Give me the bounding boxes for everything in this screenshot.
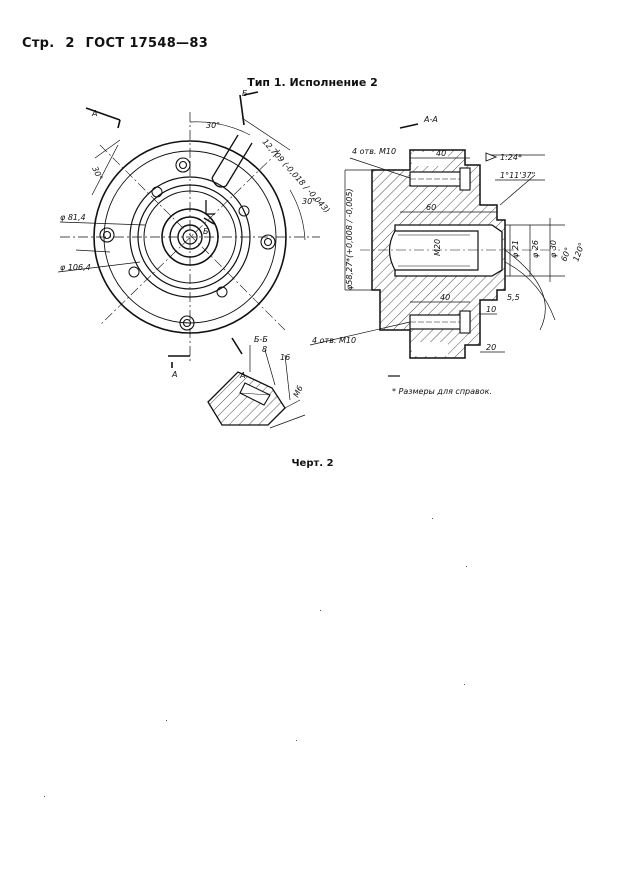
label-dia-inner: φ 81,4 <box>60 213 86 222</box>
scan-speck <box>296 740 297 741</box>
label-dim-10: 10 <box>486 305 496 314</box>
page-number: 2 <box>65 36 75 51</box>
label-dia-30: φ 30 <box>549 240 558 258</box>
scan-speck <box>464 684 465 685</box>
label-angle-left: 30° <box>90 165 104 182</box>
label-dia-26: φ 26 <box>531 240 540 258</box>
label-mark-a: А <box>239 371 245 380</box>
label-cut-b-top: Б <box>242 89 248 98</box>
label-dia-main: φ58,27*(+0,008 / -0,005) <box>345 188 354 290</box>
drawing-title: Тип 1. Исполнение 2 <box>247 76 378 89</box>
label-dim-8: 8 <box>262 345 267 354</box>
scan-speck <box>166 720 167 721</box>
label-thread-m20: М20 <box>433 239 442 256</box>
label-holes-bottom: 4 отв. М10 <box>312 336 356 345</box>
section-bb-title: Б-Б <box>254 335 268 344</box>
section-aa-view <box>309 123 565 377</box>
scan-speck <box>320 610 321 611</box>
label-dia-outer: φ 106,4 <box>60 263 91 272</box>
front-view <box>57 91 320 368</box>
label-dia-21: φ 21 <box>511 240 520 258</box>
label-cut-b-center: Б <box>203 227 209 236</box>
label-angle-120: 120° <box>571 241 586 262</box>
scan-speck <box>44 796 45 797</box>
label-dim-20: 20 <box>486 343 496 352</box>
label-angle-top: 30° <box>206 121 220 130</box>
label-dim-5-5: 5,5 <box>507 293 520 302</box>
label-dim-40-top: 40 <box>436 149 446 158</box>
note-reference-dims: * Размеры для справок. <box>392 387 492 396</box>
label-slot-dim: 12,709 (-0,018 / -0,043) <box>261 137 332 214</box>
scan-speck <box>432 518 433 519</box>
scan-speck <box>466 566 467 567</box>
label-cut-a-bottom: А <box>171 370 177 379</box>
section-bb-view <box>207 337 306 429</box>
section-aa-title: А-А <box>423 115 438 124</box>
label-dim-16: 16 <box>280 353 290 362</box>
label-holes-top: 4 отв. М10 <box>352 147 396 156</box>
label-dim-40-bottom: 40 <box>440 293 450 302</box>
figure-caption: Черт. 2 <box>291 458 334 469</box>
standard-code: ГОСТ 17548—83 <box>85 36 209 51</box>
label-cut-a-top: А <box>91 109 97 118</box>
section-aa-labels: А-А 4 отв. М10 40 60 1:24* 1°11'37" φ58,… <box>312 115 586 352</box>
label-thread-m6: М6 <box>292 384 305 399</box>
label-angle-side: 30° <box>302 197 316 206</box>
page-prefix: Стр. <box>22 36 55 51</box>
label-dim-60: 60 <box>426 203 436 212</box>
label-taper: 1:24* <box>500 153 522 162</box>
page-header: Стр. 2 ГОСТ 17548—83 <box>22 36 214 51</box>
label-angle-small: 1°11'37" <box>500 171 535 180</box>
